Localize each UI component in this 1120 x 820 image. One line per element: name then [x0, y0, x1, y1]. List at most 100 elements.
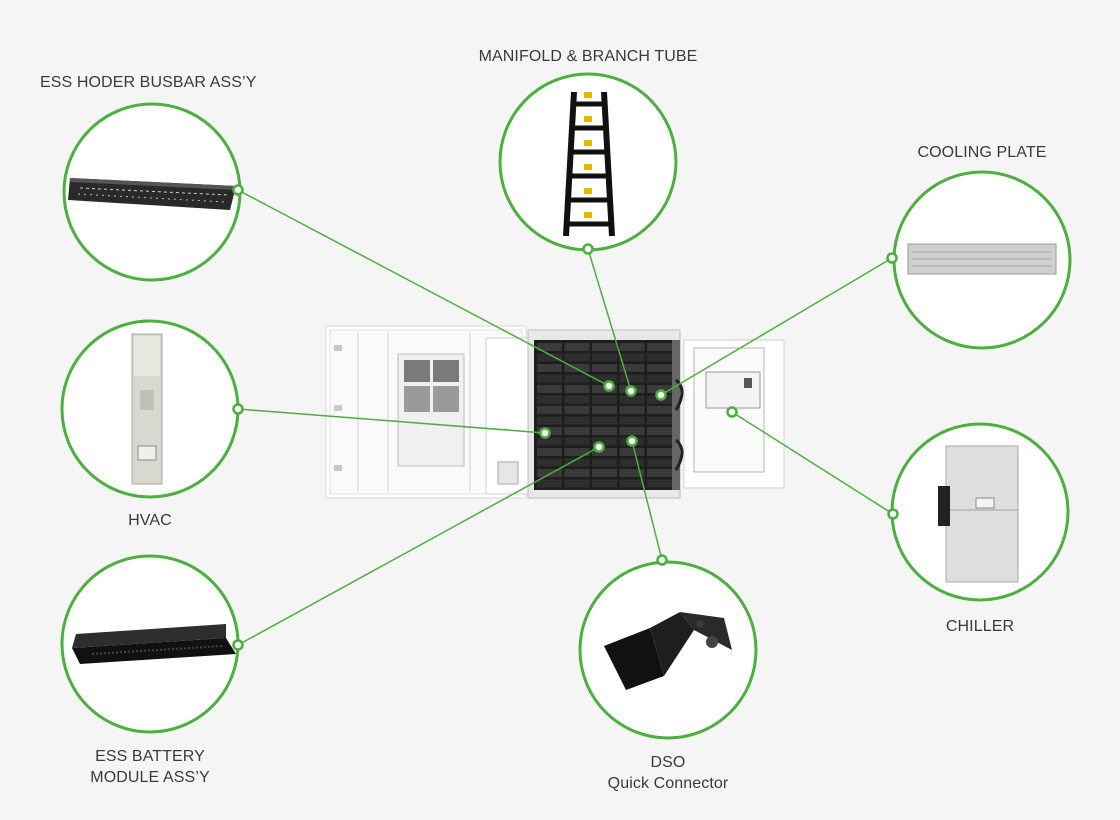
- rack-module: [647, 448, 672, 456]
- rack-module: [647, 458, 672, 467]
- manifold-label: MANIFOLD & BRANCH TUBE: [478, 48, 698, 65]
- rack-module: [619, 406, 645, 414]
- rack-module: [647, 469, 672, 477]
- rack-module: [592, 427, 617, 435]
- rack-module: [537, 364, 562, 372]
- rack-module: [537, 469, 562, 477]
- manifold-connector-line: [587, 248, 632, 392]
- rack-module: [564, 479, 590, 488]
- rack-module: [592, 374, 617, 383]
- anchor-dot: [593, 441, 605, 453]
- rack-module: [647, 374, 672, 383]
- rack-module: [537, 406, 562, 414]
- rack-module: [564, 364, 590, 372]
- manifold-callout[interactable]: [498, 72, 678, 252]
- rack-module: [537, 458, 562, 467]
- rack-module: [564, 406, 590, 414]
- busbar-connector-line: [237, 189, 610, 387]
- rack-module: [619, 374, 645, 383]
- rack-module: [537, 437, 562, 446]
- anchor-dots: [232, 184, 899, 651]
- chiller-connector-line: [731, 411, 894, 515]
- rack-module: [564, 427, 590, 435]
- rack-module: [564, 374, 590, 383]
- rack-module: [537, 343, 562, 351]
- manifold-tag: [584, 212, 592, 218]
- rack-module: [592, 343, 617, 351]
- busbar-callout[interactable]: [62, 102, 242, 282]
- rack-module: [564, 395, 590, 404]
- anchor-dot: [626, 435, 638, 447]
- rack-module: [647, 437, 672, 446]
- chiller-callout[interactable]: [890, 422, 1070, 602]
- rack-module: [592, 448, 617, 456]
- hvac-callout[interactable]: [60, 319, 240, 499]
- dso-connector-image: [604, 612, 732, 690]
- rack-module: [564, 437, 590, 446]
- manifold-tube-image: [563, 91, 615, 237]
- rack-module: [592, 416, 617, 425]
- rack-module: [619, 364, 645, 372]
- anchor-dot: [582, 243, 594, 255]
- manifold-tag: [584, 188, 592, 194]
- rack-module: [592, 364, 617, 372]
- rack-module: [537, 385, 562, 393]
- rack-module: [647, 479, 672, 488]
- cooling-plate-callout[interactable]: [892, 170, 1072, 350]
- dso-label-line2: Quick Connector: [607, 775, 729, 792]
- rack-module: [619, 469, 645, 477]
- rack-module: [592, 469, 617, 477]
- rack-module: [592, 479, 617, 488]
- rack-module: [537, 353, 562, 362]
- rack-module: [647, 416, 672, 425]
- rack-module: [564, 458, 590, 467]
- rack-module: [619, 448, 645, 456]
- chiller-unit-image: [938, 445, 1019, 583]
- rack-module: [619, 395, 645, 404]
- anchor-dot: [232, 403, 244, 415]
- battery-module-image: [72, 624, 236, 664]
- rack-module: [537, 395, 562, 404]
- rack-module: [564, 416, 590, 425]
- connector-lines: [237, 189, 894, 646]
- anchor-dot: [656, 554, 668, 566]
- anchor-dot: [625, 385, 637, 397]
- manifold-tag: [584, 164, 592, 170]
- rack-module: [537, 416, 562, 425]
- anchor-dot: [655, 389, 667, 401]
- rack-module: [647, 353, 672, 362]
- cooling-plate-label: COOLING PLATE: [917, 144, 1047, 161]
- rack-module: [619, 416, 645, 425]
- rack-module: [537, 479, 562, 488]
- battery-label-line2: MODULE ASS’Y: [90, 769, 210, 786]
- rack-module: [537, 374, 562, 383]
- rack-module: [564, 469, 590, 477]
- anchor-dot: [232, 184, 244, 196]
- chiller-label: CHILLER: [945, 618, 1015, 635]
- ess-container-image: [325, 325, 785, 499]
- anchor-dot: [887, 508, 899, 520]
- rack-module: [619, 353, 645, 362]
- cooling-plate-connector-line: [660, 257, 893, 396]
- anchor-dot: [232, 639, 244, 651]
- dso-connector-line: [631, 440, 663, 561]
- rack-module: [564, 448, 590, 456]
- busbar-assembly-image: [68, 178, 236, 210]
- rack-module: [647, 364, 672, 372]
- rack-module: [619, 479, 645, 488]
- rack-module: [564, 353, 590, 362]
- hvac-connector-line: [237, 408, 546, 434]
- dso-label-line1: DSO: [650, 754, 686, 771]
- anchor-dot: [886, 252, 898, 264]
- rack-module: [647, 385, 672, 393]
- busbar-label: ESS HODER BUSBAR ASS’Y: [40, 74, 257, 91]
- dso-callout[interactable]: [578, 560, 758, 740]
- battery-connector-line: [237, 446, 600, 646]
- rack-module: [592, 437, 617, 446]
- rack-module: [592, 458, 617, 467]
- rack-module: [619, 427, 645, 435]
- rack-module: [592, 395, 617, 404]
- battery-callout[interactable]: [60, 554, 240, 734]
- manifold-tag: [584, 140, 592, 146]
